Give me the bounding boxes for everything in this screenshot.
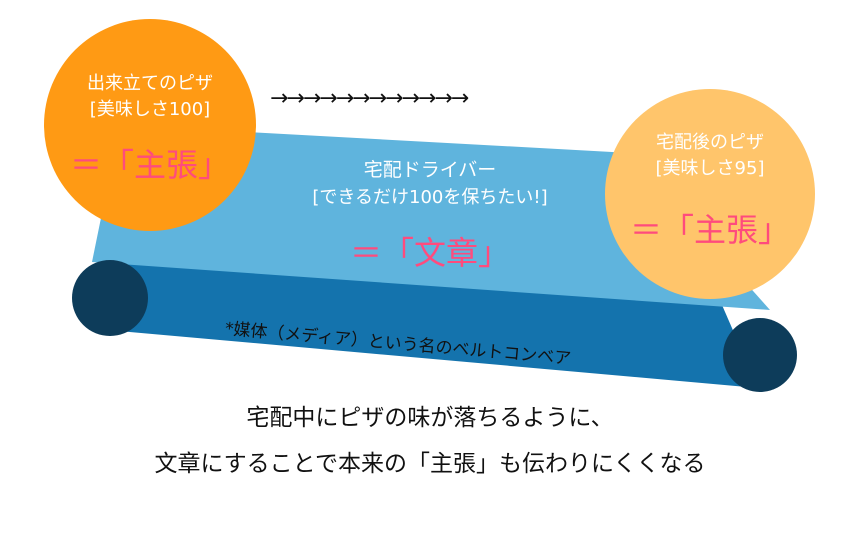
fresh-pizza-title: 出来立てのピザ <box>87 73 213 94</box>
conveyor-belt-layer <box>108 262 758 388</box>
fresh-pizza-circle <box>44 19 256 231</box>
caption-line-1: 宅配中にピザの味が落ちるように、 <box>246 405 614 431</box>
driver-subtitle: [できるだけ100を保ちたい!] <box>312 187 548 208</box>
delivered-pizza-circle <box>605 89 815 299</box>
right-roller-icon <box>723 318 797 392</box>
fresh-pizza-taste: [美味しさ100] <box>89 99 211 120</box>
left-roller-icon <box>72 260 148 336</box>
driver-title: 宅配ドライバー <box>363 159 497 181</box>
fresh-pizza-claim: ＝「主張」 <box>69 146 230 184</box>
delivery-arrows: →→→→→→→→→→→→ <box>270 86 469 111</box>
delivered-pizza-taste: [美味しさ95] <box>655 158 765 179</box>
delivery-driver-layer <box>92 125 770 310</box>
delivered-pizza-title: 宅配後のピザ <box>656 132 764 153</box>
driver-claim: ＝「文章」 <box>349 234 510 272</box>
delivered-pizza-claim: ＝「主張」 <box>629 211 790 249</box>
caption-line-2: 文章にすることで本来の「主張」も伝わりにくくなる <box>154 451 706 477</box>
